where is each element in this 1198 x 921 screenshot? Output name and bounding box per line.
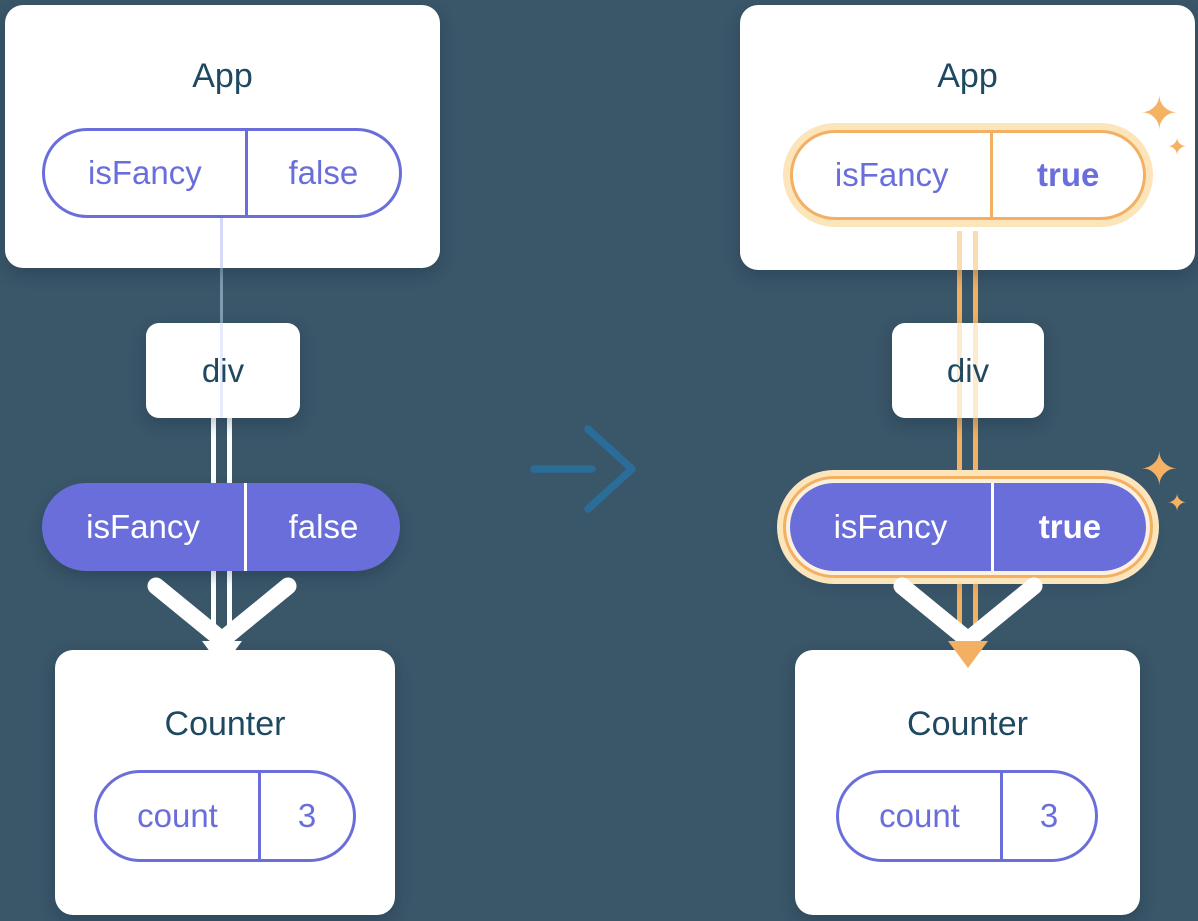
connector-div-to-prop-left-after [957,418,962,490]
div-label: div [201,351,245,389]
connector-app-to-div-left-after [957,266,962,326]
state-value: 3 [297,797,317,834]
connector-prop-to-counter-right-before [227,569,232,643]
connector-div-to-prop-right-after [973,418,978,490]
counter-state-pill-before: count 3 [94,770,356,862]
state-value: 3 [1039,797,1059,834]
sparkle-icon: ✦ [1167,490,1188,517]
counter-title: Counter [164,705,286,743]
connector-prop-to-counter-right-after [973,584,978,643]
app-card-before: App isFancy false [5,5,440,268]
pill-divider [243,483,247,571]
connector-stub-left-after [957,231,962,270]
sparkle-icon: ✦ [1167,134,1188,161]
app-title: App [192,57,253,95]
pill-divider [1000,773,1003,859]
app-card-after: App isFancy true [740,5,1195,270]
app-prop-pill-before: isFancy false [42,128,402,218]
counter-card-before: Counter count 3 [55,650,395,915]
counter-card-after: Counter count 3 [795,650,1140,915]
prop-name: isFancy [88,154,202,191]
prop-value: false [288,154,359,191]
down-arrowhead-icon [948,641,988,668]
connector-stub-right-after [973,231,978,270]
pill-divider [258,773,261,859]
div-card-after: div [892,323,1044,418]
connector-through-div-left-after [957,323,962,418]
pill-divider [244,131,248,215]
connector-div-to-prop-left-before [211,418,216,490]
connector-prop-to-counter-left-before [211,569,216,643]
passed-prop-pill-after: isFancy true [790,483,1146,571]
app-prop-pill-after: isFancy true [790,130,1146,220]
down-arrowhead-icon [202,641,242,668]
sparkle-icon: ✦ [1140,87,1179,139]
state-name: count [879,797,960,834]
pill-divider [990,133,994,217]
connector-prop-to-counter-left-after [957,584,962,643]
state-name: count [137,797,218,834]
sparkle-icon: ✦ [1140,443,1179,495]
prop-value: false [288,508,359,545]
prop-name: isFancy [86,508,200,545]
connector-stub-before [220,218,223,268]
prop-value: true [1038,508,1102,545]
div-label: div [946,351,990,389]
app-title: App [937,57,998,95]
connector-app-to-div-before [220,266,223,326]
connector-through-div-before [220,323,223,418]
pill-divider [990,483,994,571]
down-chevron-icon [147,577,297,649]
connector-app-to-div-right-after [973,266,978,326]
connector-through-div-right-after [973,323,978,418]
counter-state-pill-after: count 3 [836,770,1098,862]
prop-value: true [1037,156,1100,193]
passed-prop-pill-before: isFancy false [42,483,400,571]
counter-title: Counter [907,705,1028,743]
down-chevron-icon [893,577,1043,649]
transition-arrow-icon [530,425,636,513]
prop-name: isFancy [834,156,949,193]
prop-name: isFancy [833,508,948,545]
div-card-before: div [146,323,300,418]
connector-div-to-prop-right-before [227,418,232,490]
